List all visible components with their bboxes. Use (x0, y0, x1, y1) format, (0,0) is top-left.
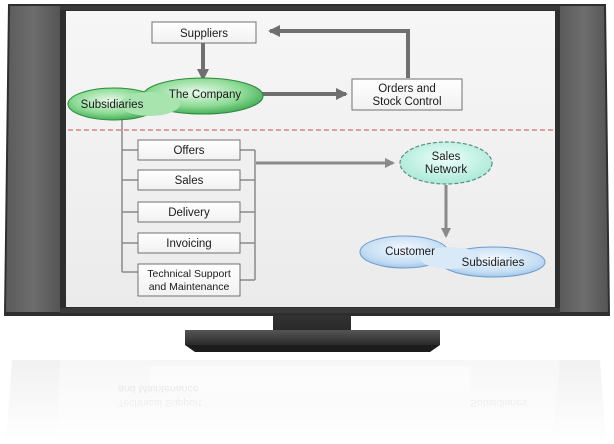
technical-support-label-line1: Technical Support (147, 268, 231, 280)
connector-orders-suppliers (268, 25, 410, 78)
suppliers-label: Suppliers (180, 28, 228, 40)
subsidiaries-label: Subsidiaries (81, 99, 144, 111)
invoicing-label: Invoicing (166, 238, 211, 250)
invoicing-node: Invoicing (137, 232, 241, 254)
technical-support-node: Technical Support and Maintenance (137, 263, 241, 297)
sales-network-label-line2: Network (425, 164, 467, 176)
orders-stock-control-node: Orders and Stock Control (351, 78, 463, 111)
customer-node: Customer Subsidiaries (359, 235, 546, 278)
delivery-node: Delivery (137, 201, 241, 223)
orders-label-line1: Orders and (378, 83, 436, 95)
sales-label: Sales (175, 175, 204, 187)
reflection-fade (0, 356, 614, 444)
department-bracket (121, 120, 256, 281)
sales-network-label-line1: Sales (432, 151, 461, 163)
customer-subsidiaries-label: Subsidiaries (462, 257, 525, 269)
suppliers-node: Suppliers (151, 21, 257, 44)
customer-label: Customer (385, 246, 435, 258)
sales-network-node: Sales Network (399, 141, 493, 185)
technical-support-label-line2: and Maintenance (149, 281, 230, 293)
orders-label-line2: Stock Control (372, 96, 441, 108)
offers-node: Offers (137, 139, 241, 161)
company-label: The Company (169, 89, 241, 101)
sales-node: Sales (137, 169, 241, 191)
offers-label: Offers (173, 145, 204, 157)
company-node: The Company Subsidiaries (67, 77, 264, 121)
delivery-label: Delivery (168, 207, 210, 219)
org-diagram: Suppliers The Company Subsidiaries Order… (67, 21, 553, 297)
